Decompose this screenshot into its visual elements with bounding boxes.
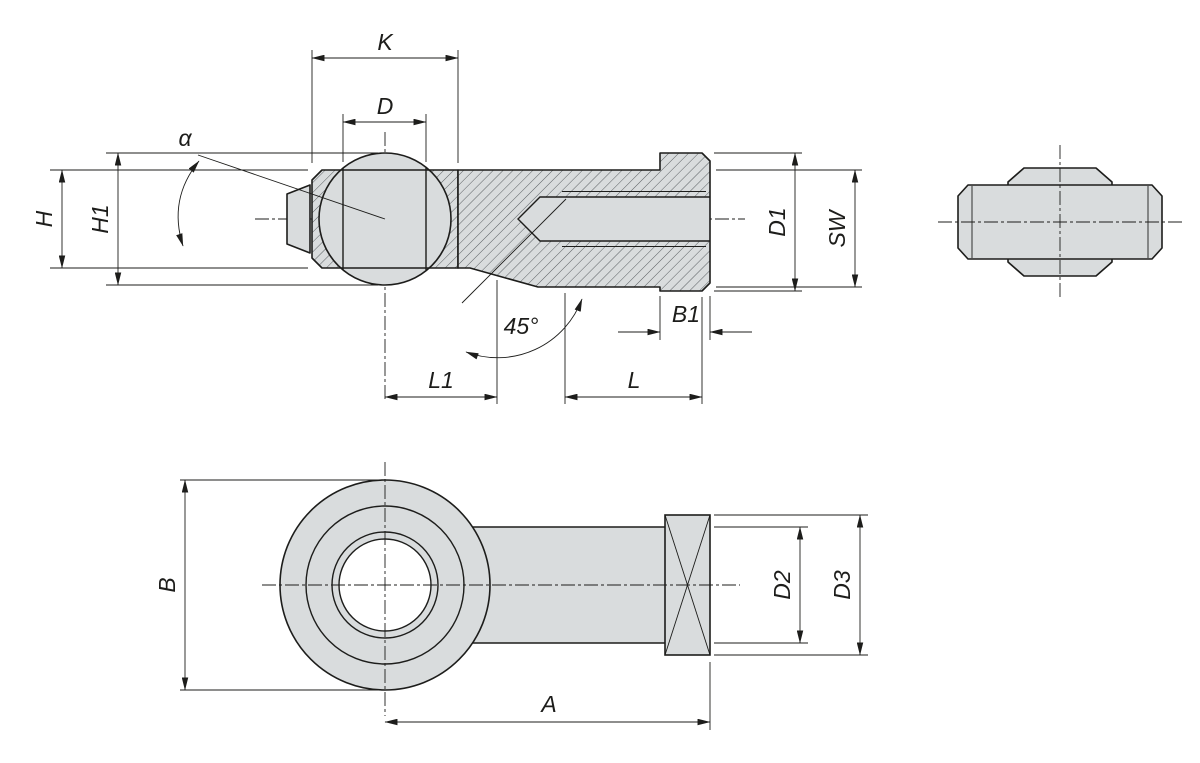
dim-label-k: K [377,29,394,55]
shank-outline [457,152,711,292]
dim-label-b1: B1 [672,301,700,327]
dim-label-d2: D2 [769,570,795,600]
dim-b1: B1 [618,296,752,340]
dim-d3: D3 [714,514,868,656]
dim-l: L [564,293,703,404]
dim-label-d1: D1 [764,207,790,236]
dim-d1: D1 [714,152,802,292]
dim-label-l1: L1 [428,367,454,393]
dim-h: H [31,169,308,269]
dim-alpha: α [176,125,386,247]
side-view: K D α H H1 [31,29,862,404]
dim-45: 45° [461,198,583,360]
dim-label-h: H [31,210,57,227]
end-view [938,145,1182,299]
angle-arc [465,298,583,360]
chamfer-construction-line [461,198,567,304]
thread-bore-outline [517,196,710,242]
dim-label-alpha: α [178,125,192,151]
dim-h1: H1 [87,152,378,286]
dim-label-45: 45° [504,313,539,339]
dim-a: A [384,662,711,730]
dim-label-l: L [628,367,641,393]
dim-label-d3: D3 [829,570,855,600]
dim-label-a: A [539,691,556,717]
dim-label-b: B [154,577,180,592]
angle-arc [176,160,200,247]
dim-d: D [342,93,427,162]
ball-side-protrusion [286,184,311,254]
thread-bore-fill [518,197,710,241]
dim-label-sw: SW [824,208,850,247]
dim-k: K [311,29,459,163]
dim-b: B [154,479,382,691]
top-view: B D2 D3 A [154,462,868,730]
dim-l1: L1 [384,280,498,404]
dim-sw: SW [716,169,862,288]
dim-label-h1: H1 [87,204,113,233]
dim-label-d: D [377,93,394,119]
tilt-axis-line [197,154,386,220]
dim-d2: D2 [714,526,808,644]
